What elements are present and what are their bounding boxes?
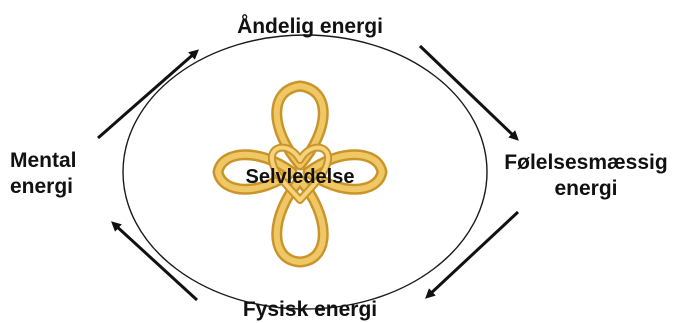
label-emotional-energy: Følelsesmæssig energi	[496, 150, 675, 202]
golden-quatrefoil-knot-icon	[212, 80, 388, 268]
label-emotional-line1: Følelsesmæssig	[504, 151, 668, 174]
arrow-mental-to-spiritual	[97, 49, 200, 140]
label-self-leadership: Selvledelse	[245, 166, 355, 188]
label-emotional-line2: energi	[554, 177, 618, 200]
arrow-emotional-to-physical	[425, 210, 520, 299]
central-ellipse	[122, 34, 488, 310]
label-mental-line2: energi	[10, 175, 74, 198]
label-mental-line1: Mental	[10, 149, 77, 172]
label-physical-energy: Fysisk energi	[242, 298, 378, 321]
label-mental-energy: Mental energi	[0, 148, 114, 200]
arrow-spiritual-to-emotional	[418, 44, 519, 141]
label-spiritual-energy: Åndelig energi	[237, 15, 383, 38]
arrow-physical-to-mental	[111, 221, 199, 302]
